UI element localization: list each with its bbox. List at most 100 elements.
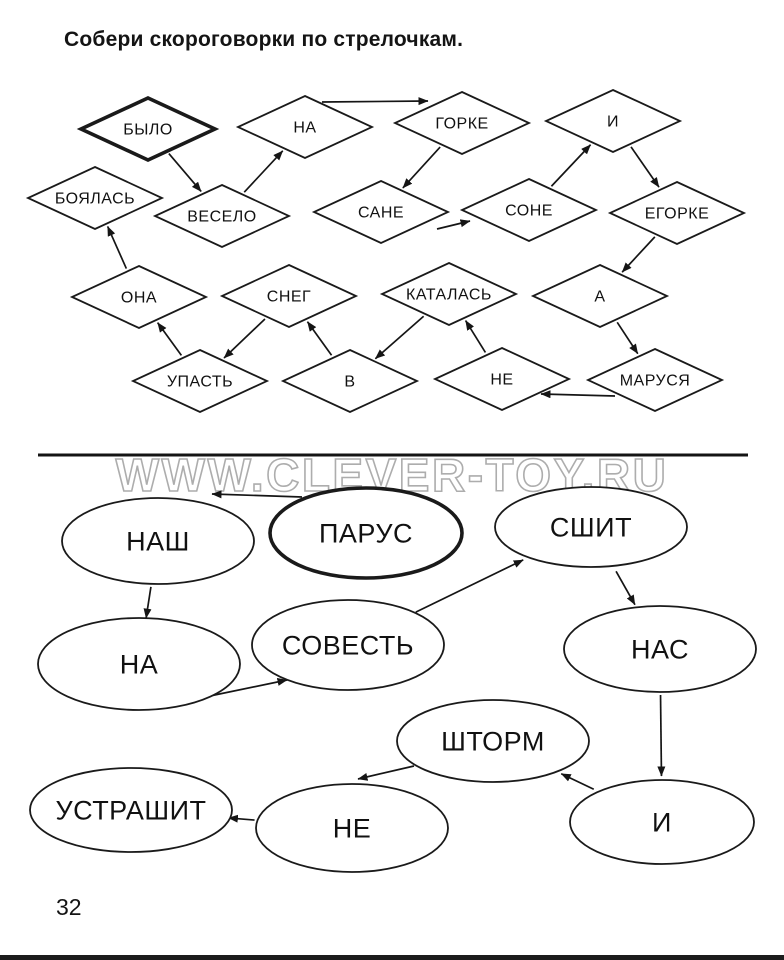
arrow-egorke-to-a [621, 236, 656, 273]
ellipse-shape [494, 486, 688, 568]
diamond-shape [585, 348, 725, 412]
diamond-diagram: БЫЛО НА ГОРКЕ И БОЯЛАСЬ ВЕСЕЛО САНЕ СОНЕ ЕГОРКЕ О… [25, 89, 747, 413]
sledding-tongue-twister-nodes: БЫЛО НА ГОРКЕ И БОЯЛАСЬ ВЕСЕЛО САНЕ СОНЕ ЕГОРКЕ О… [25, 89, 747, 413]
page-number: 32 [56, 894, 82, 920]
arrow-katalas-to-v [374, 315, 425, 360]
diamond-shape [432, 347, 572, 411]
arrow-ona-to-boyalas [106, 225, 128, 269]
word-node-upast: УПАСТЬ [130, 349, 270, 413]
word-node-katalas: КАТАЛАСЬ [379, 262, 519, 326]
word-label: САНЕ [358, 205, 404, 222]
word-label: МАРУСЯ [620, 373, 691, 390]
word-label: НА [120, 649, 159, 679]
highlighted-ellipse-shape [268, 486, 464, 580]
word-label: СШИТ [550, 512, 632, 542]
diamond-shape [235, 95, 375, 159]
arrow-bylo-to-veselo [168, 152, 202, 193]
arrow-veselo-to-na-1 [243, 150, 284, 193]
arrow-v-to-sneg [306, 321, 333, 356]
highlighted-diamond-shape [76, 96, 220, 162]
word-label: И [607, 114, 619, 131]
word-node-sneg: СНЕГ [219, 264, 359, 328]
word-node-ne-2: НЕ [255, 783, 449, 873]
ellipse-shape [37, 617, 241, 711]
word-label: НЕ [490, 372, 513, 389]
arrow-i-2-to-shtorm [560, 772, 595, 791]
arrow-nas-to-i-2 [657, 694, 666, 777]
diamond-shape [219, 264, 359, 328]
ellipse-shape [255, 783, 449, 873]
diamond-shape [25, 166, 165, 230]
arrow-parus-to-nash [211, 490, 303, 499]
word-node-sane: САНЕ [311, 180, 451, 244]
arrow-ne-2-to-ustrashit [227, 814, 255, 823]
word-node-na-1: НА [235, 95, 375, 159]
ellipse-diagram: НАШ ПАРУС СШИТ НА СОВЕСТЬ НАС ШТОРМ УСТРАШИТ НЕ И [29, 486, 757, 873]
word-node-i-2: И [569, 779, 755, 865]
diamond-shape [459, 178, 599, 242]
word-label: БЫЛО [123, 122, 173, 139]
arrow-sshit-to-nas [615, 570, 636, 606]
word-label: ГОРКЕ [435, 116, 488, 133]
word-node-na-2: НА [37, 617, 241, 711]
word-label: ЕГОРКЕ [645, 206, 710, 223]
word-label: И [652, 807, 672, 837]
ellipse-shape [569, 779, 755, 865]
ellipse-shape [563, 605, 757, 693]
word-node-veselo: ВЕСЕЛО [152, 184, 292, 248]
ellipse-shape [251, 599, 445, 691]
word-label: А [594, 289, 605, 306]
word-label: СОВЕСТЬ [282, 630, 414, 660]
diamond-shape [280, 349, 420, 413]
word-node-bylo: БЫЛО [76, 96, 220, 162]
word-label: НАС [631, 634, 689, 664]
word-node-ne-1: НЕ [432, 347, 572, 411]
arrow-shtorm-to-ne-2 [357, 765, 415, 781]
arrow-a-to-marusya [616, 321, 639, 355]
arrow-gorke-to-sane [402, 146, 441, 189]
word-label: В [344, 374, 355, 391]
word-label: СОНЕ [505, 203, 553, 220]
word-node-nash: НАШ [61, 497, 255, 585]
arrow-i-1-to-egorke [630, 146, 660, 188]
sail-tongue-twister-nodes: НАШ ПАРУС СШИТ НА СОВЕСТЬ НАС ШТОРМ УСТРАШИТ НЕ И [29, 486, 757, 873]
word-label: НАШ [126, 526, 190, 556]
word-label: КАТАЛАСЬ [406, 287, 492, 304]
word-node-gorke: ГОРКЕ [392, 91, 532, 155]
diamond-shape [607, 181, 747, 245]
word-node-egorke: ЕГОРКЕ [607, 181, 747, 245]
word-node-i-1: И [543, 89, 683, 153]
diamond-shape [130, 349, 270, 413]
word-label: ВЕСЕЛО [187, 209, 257, 226]
word-label: СНЕГ [267, 289, 311, 306]
sledding-tongue-twister-arrows [106, 97, 660, 399]
diamond-shape [392, 91, 532, 155]
word-label: ОНА [121, 290, 157, 307]
arrow-upast-to-ona [156, 322, 183, 356]
arrow-na-1-to-gorke [321, 97, 429, 106]
word-label: НА [293, 120, 316, 137]
page-title: Собери скороговорки по стрелочкам. [64, 28, 464, 51]
word-node-ustrashit: УСТРАШИТ [29, 767, 233, 853]
word-node-shtorm: ШТОРМ [396, 699, 590, 783]
word-node-sshit: СШИТ [494, 486, 688, 568]
word-node-nas: НАС [563, 605, 757, 693]
arrow-ne-1-to-katalas [464, 320, 487, 353]
word-node-sovest: СОВЕСТЬ [251, 599, 445, 691]
word-label: ПАРУС [319, 518, 413, 548]
diamond-shape [69, 265, 209, 329]
word-node-boyalas: БОЯЛАСЬ [25, 166, 165, 230]
word-node-sone: СОНЕ [459, 178, 599, 242]
word-node-marusya: МАРУСЯ [585, 348, 725, 412]
word-label: УСТРАШИТ [55, 795, 206, 825]
word-label: БОЯЛАСЬ [55, 191, 135, 208]
diamond-shape [311, 180, 451, 244]
word-node-v: В [280, 349, 420, 413]
word-label: НЕ [333, 813, 372, 843]
word-node-parus: ПАРУС [268, 486, 464, 580]
page-bottom-edge [0, 955, 784, 960]
word-node-ona: ОНА [69, 265, 209, 329]
word-label: УПАСТЬ [167, 374, 233, 391]
